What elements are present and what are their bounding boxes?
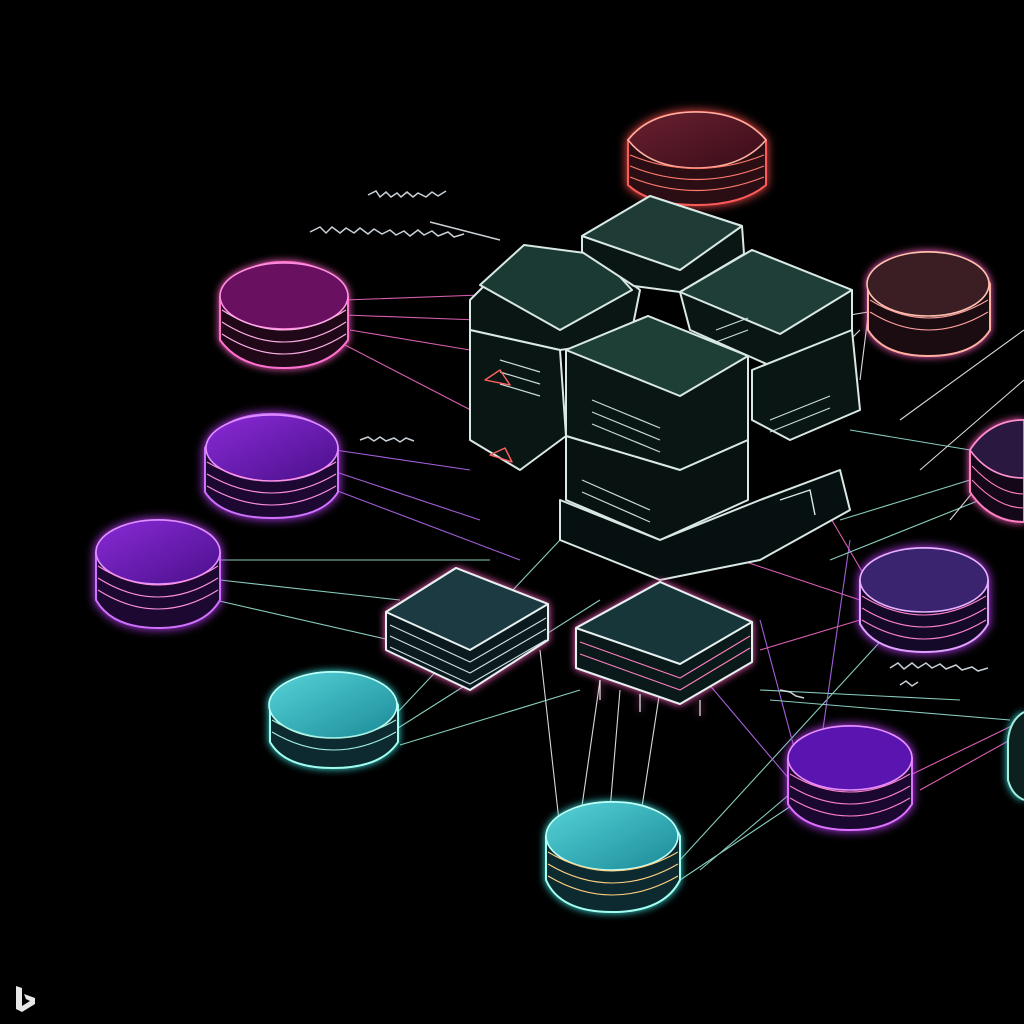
disk-node-top-red	[626, 110, 768, 207]
central-block-cluster	[469, 195, 861, 581]
disk-node-right-lower-edge	[1007, 711, 1024, 801]
disk-node-right-edge	[969, 418, 1024, 524]
bing-logo-icon	[16, 986, 35, 1012]
lower-block-right	[575, 581, 753, 716]
disk-node-right-purple	[859, 546, 989, 654]
disk-node-left-purple-1	[204, 412, 339, 520]
disk-node-bottom-cyan	[545, 800, 681, 914]
disk-node-right-violet	[787, 724, 913, 832]
disk-node-left-cyan	[268, 670, 399, 770]
lower-block-left	[385, 567, 549, 691]
scribble-marks	[309, 190, 989, 699]
disk-node-left-purple-2	[95, 518, 221, 630]
disk-node-left-magenta	[219, 260, 349, 370]
disk-node-right-brown	[866, 250, 991, 358]
